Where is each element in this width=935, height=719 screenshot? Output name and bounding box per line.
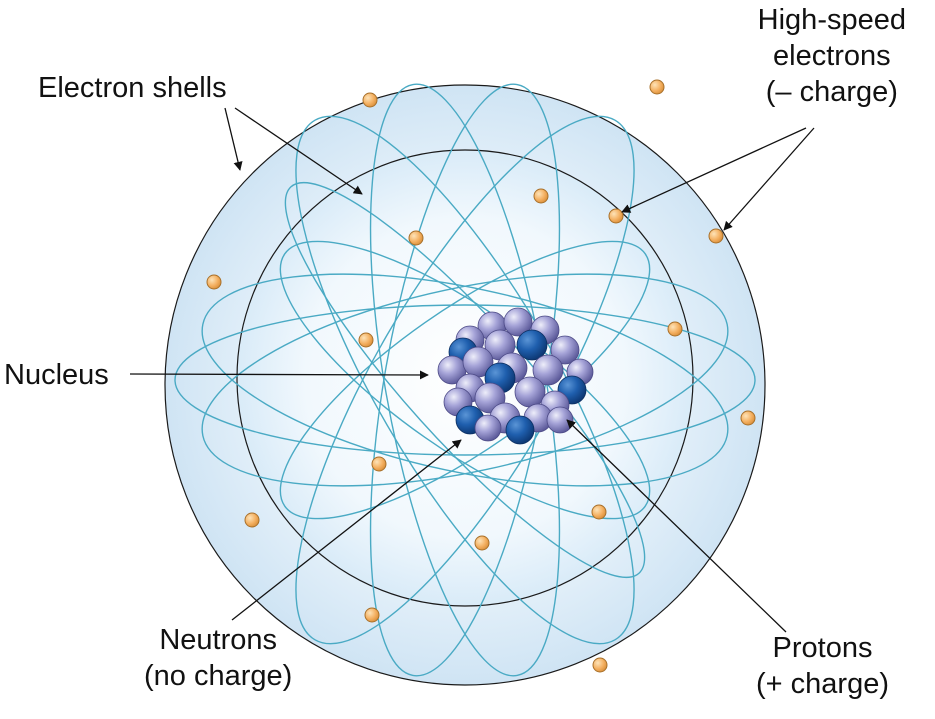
electron bbox=[740, 410, 756, 426]
neutrons-label-line2: (no charge) bbox=[144, 660, 293, 692]
orbit-path bbox=[201, 273, 729, 487]
electron bbox=[591, 504, 607, 520]
proton bbox=[550, 335, 580, 365]
proton bbox=[474, 414, 502, 442]
neutrons-label: Neutrons (no charge) bbox=[144, 622, 292, 694]
protons-arrow bbox=[566, 419, 787, 633]
electron bbox=[371, 456, 387, 472]
electron bbox=[244, 512, 260, 528]
proton bbox=[546, 406, 574, 434]
leader-arrows bbox=[129, 107, 815, 633]
neutron bbox=[505, 415, 535, 445]
electrons-label: High-speed electrons (– charge) bbox=[758, 2, 906, 110]
proton bbox=[514, 376, 546, 408]
shell-arrow-outer bbox=[224, 107, 243, 171]
orbit-path bbox=[174, 304, 756, 456]
electron bbox=[408, 230, 424, 246]
electron bbox=[474, 535, 490, 551]
electron bbox=[533, 188, 549, 204]
electron-shells-label: Electron shells bbox=[38, 70, 227, 106]
protons-label: Protons (+ charge) bbox=[756, 630, 889, 702]
nucleus bbox=[437, 307, 594, 445]
electron bbox=[362, 92, 378, 108]
electron bbox=[592, 657, 608, 673]
neutrons-arrow bbox=[231, 439, 462, 621]
electron bbox=[708, 228, 724, 244]
protons-label-line2: (+ charge) bbox=[756, 668, 889, 700]
shell-arrow-inner bbox=[234, 107, 363, 195]
orbit-path bbox=[279, 240, 651, 520]
electron-shells-text: Electron shells bbox=[38, 72, 227, 104]
nucleus-label: Nucleus bbox=[4, 357, 109, 393]
electron bbox=[206, 274, 222, 290]
electrons-label-line3: (– charge) bbox=[765, 76, 898, 108]
electron bbox=[608, 208, 624, 224]
electron bbox=[667, 321, 683, 337]
neutron bbox=[516, 329, 548, 361]
neutrons-label-line1: Neutrons bbox=[159, 624, 277, 656]
electron bbox=[364, 607, 380, 623]
proton bbox=[503, 307, 533, 337]
electrons-label-line2: electrons bbox=[773, 40, 891, 72]
electrons-label-line1: High-speed bbox=[757, 4, 906, 36]
electron bbox=[358, 332, 374, 348]
electron-arrow-outer bbox=[723, 127, 815, 231]
electron-arrow-inner bbox=[621, 127, 807, 213]
nucleus-arrow bbox=[129, 370, 429, 380]
electrons bbox=[206, 79, 756, 673]
electron bbox=[649, 79, 665, 95]
proton bbox=[532, 354, 564, 386]
protons-label-line1: Protons bbox=[772, 632, 873, 664]
nucleus-text: Nucleus bbox=[4, 359, 109, 391]
orbit-path bbox=[201, 273, 729, 487]
